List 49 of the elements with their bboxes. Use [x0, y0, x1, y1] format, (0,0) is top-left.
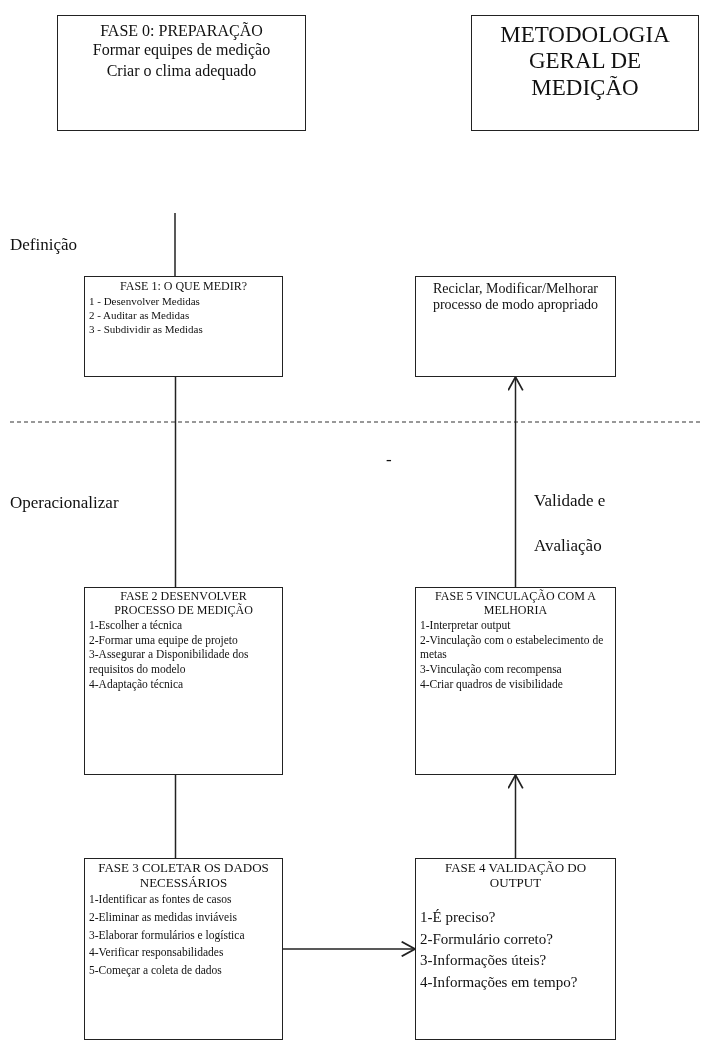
phase-heading: FASE 5 VINCULAÇÃO COM A MELHORIA: [434, 590, 597, 618]
connector-line: [174, 376, 177, 588]
phase-heading: METODOLOGIA GERAL DE MEDIÇÃO: [499, 22, 671, 102]
phase-label: Validade e: [534, 491, 606, 511]
arrow: [507, 774, 524, 859]
phase-box: [84, 587, 283, 775]
list-item: 1-É preciso?: [420, 907, 497, 927]
phase-heading: FASE 3 COLETAR OS DADOS NECESSÁRIOS: [97, 861, 270, 891]
list-item: 1-Identificar as fontes de casos: [89, 891, 233, 907]
connector-line: [174, 212, 176, 277]
list-item: 3-Vinculação com recompensa: [420, 662, 563, 678]
description-text: Criar o clima adequado: [105, 61, 258, 82]
phase-box: [84, 858, 283, 1040]
list-item: 1-Interpretar output: [420, 617, 512, 633]
list-item: 4-Verificar responsabilidades: [89, 945, 225, 961]
list-item: 1 - Desenvolver Medidas: [89, 293, 201, 309]
list-item: 3-Assegurar a Disponibilidade dos requisitos do modelo: [89, 647, 250, 678]
phase-box: [84, 276, 283, 377]
phase-label: Operacionalizar: [10, 493, 119, 513]
list-item: 4-Informações em tempo?: [420, 973, 579, 993]
title-box: [471, 15, 699, 131]
phase-box: [415, 587, 616, 775]
phase-label: -: [386, 450, 392, 470]
list-item: 1-Escolher a técnica: [89, 617, 184, 633]
arrow: [507, 376, 524, 588]
process-box: [415, 276, 616, 377]
phase-label: Definição: [10, 235, 78, 255]
list-item: 4-Criar quadros de visibilidade: [420, 677, 564, 693]
phase-heading: FASE 1: O QUE MEDIR?: [118, 280, 249, 294]
list-item: 3-Informações úteis?: [420, 951, 548, 971]
phase-label: Avaliação: [534, 536, 602, 556]
phase-heading: FASE 0: PREPARAÇÃO: [99, 22, 264, 41]
description-text: Formar equipes de medição: [91, 40, 272, 61]
phase-heading: Reciclar, Modificar/Melhorar processo de modo apropriado: [431, 281, 600, 314]
phase-box: [57, 15, 306, 131]
list-item: 4-Adaptação técnica: [89, 677, 185, 693]
arrow: [282, 940, 416, 958]
list-item: 2 - Auditar as Medidas: [89, 308, 191, 323]
list-item: 2-Formar uma equipe de projeto: [89, 632, 239, 648]
list-item: 3-Elaborar formulários e logística: [89, 927, 246, 944]
list-item: 2-Eliminar as medidas inviáveis: [89, 909, 238, 925]
phase-box: [415, 858, 616, 1040]
list-item: 2-Vinculação com o estabelecimento de metas: [420, 632, 605, 663]
connector-line: [174, 774, 177, 859]
phase-heading: FASE 2 DESENVOLVER PROCESSO DE MEDIÇÃO: [113, 590, 254, 618]
list-item: 5-Começar a coleta de dados: [89, 963, 223, 979]
list-item: 3 - Subdividir as Medidas: [89, 322, 204, 337]
phase-heading: FASE 4 VALIDAÇÃO DO OUTPUT: [443, 861, 588, 891]
list-item: 2-Formulário correto?: [420, 929, 554, 949]
